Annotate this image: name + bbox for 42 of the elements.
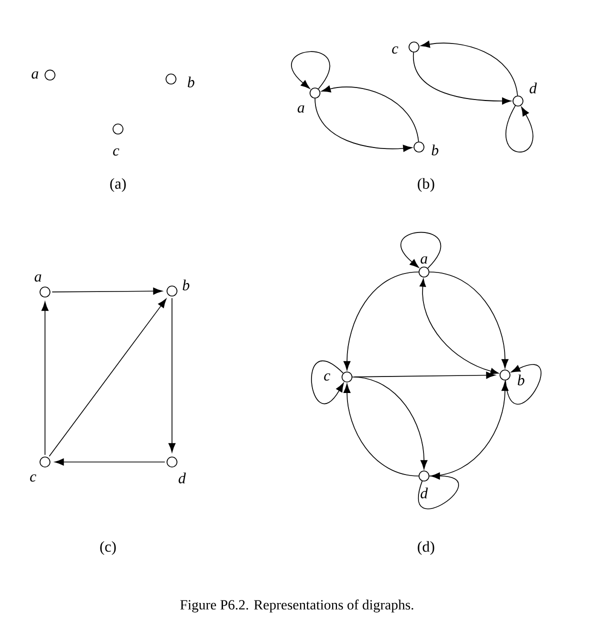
arrow	[48, 298, 166, 457]
figure-caption: Figure P6.2. Representations of digraphs.	[180, 600, 414, 612]
vertex-label: c	[113, 148, 120, 156]
loop-arrow	[291, 51, 330, 90]
arrow	[343, 272, 420, 370]
vertex-label: b	[182, 280, 190, 290]
vertex-label: b	[432, 144, 438, 156]
vertex-label: c	[30, 474, 36, 482]
vertex-label: b	[188, 76, 194, 88]
arrow	[168, 298, 176, 452]
arrow	[413, 52, 512, 105]
loop-arrow	[505, 364, 542, 405]
panel-caption: (b)	[418, 178, 434, 192]
vertex-label: b	[518, 374, 524, 386]
arrow	[420, 40, 518, 96]
panel-caption: (a)	[110, 178, 126, 192]
panel-caption: (d)	[418, 541, 434, 555]
arrow	[420, 278, 499, 374]
arrow	[41, 302, 49, 456]
vertex-label: d	[530, 82, 537, 94]
arrow	[52, 288, 162, 295]
arrow	[54, 458, 166, 466]
vertex-label: a	[34, 274, 42, 282]
loop-arrow	[418, 472, 459, 510]
vertex-label: c	[392, 46, 398, 54]
vertex-label: a	[32, 71, 38, 79]
vertex-label: a	[298, 105, 304, 113]
arrow	[321, 86, 419, 142]
vertex-label: c	[324, 373, 330, 381]
arrow	[428, 382, 509, 476]
arrow	[354, 372, 496, 379]
loop-arrow	[506, 105, 534, 152]
arrow	[428, 272, 509, 368]
arrow	[314, 98, 412, 152]
vertex-label: d	[178, 472, 186, 484]
panel-caption: (c)	[100, 541, 116, 555]
loop-arrow	[311, 360, 344, 404]
vertex-label: a	[420, 256, 428, 264]
arrow	[343, 384, 420, 476]
arrow	[352, 376, 428, 470]
vertex-label: d	[420, 488, 428, 498]
loop-arrow	[400, 232, 441, 269]
